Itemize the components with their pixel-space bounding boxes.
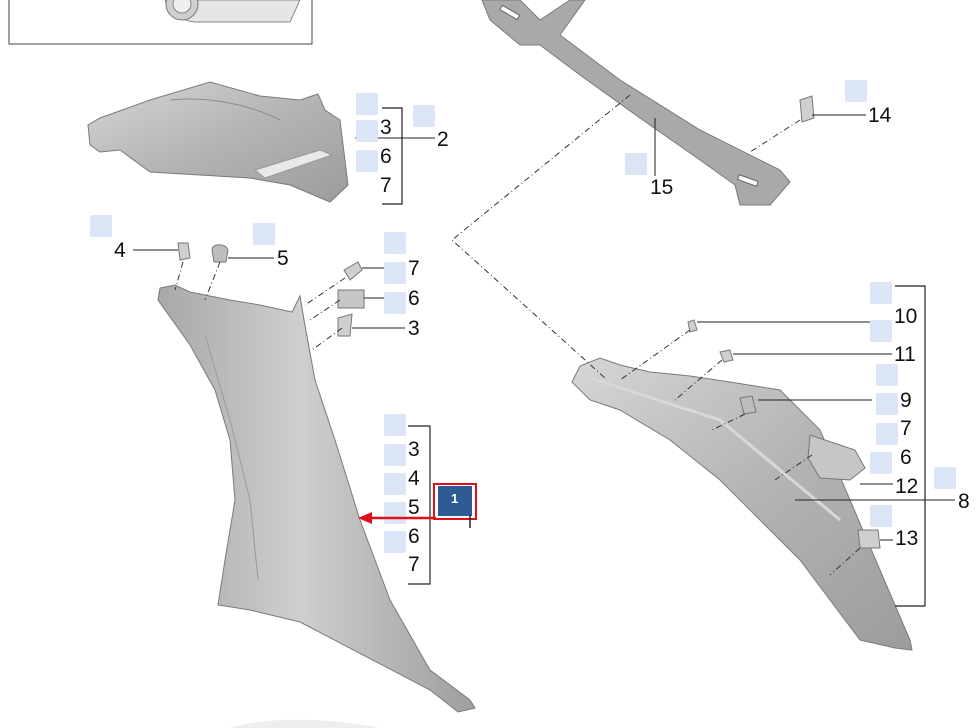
callout-2: 2 <box>437 128 449 151</box>
callout-3a: 3 <box>408 317 420 340</box>
upper-trim-panel[interactable] <box>87 81 349 203</box>
lower-part-hint <box>230 719 380 728</box>
hotspot-7a[interactable] <box>384 232 406 254</box>
hotspot-g1-6[interactable] <box>384 531 406 553</box>
callout-g1-4: 4 <box>408 467 420 490</box>
callout-2-3: 3 <box>380 116 392 139</box>
callout-12: 12 <box>895 475 918 498</box>
callout-5: 5 <box>277 247 289 270</box>
hotspot-3a[interactable] <box>384 292 406 314</box>
right-pillar-trim[interactable] <box>571 357 913 651</box>
callout-brackets <box>382 107 926 607</box>
hotspot-14[interactable] <box>845 80 867 102</box>
hotspot-2-group[interactable] <box>356 93 378 115</box>
assembly-lines <box>174 94 861 576</box>
hotspot-7b[interactable] <box>876 393 898 415</box>
callout-labels: 3 6 7 2 4 5 7 6 3 3 4 5 6 7 14 15 10 11 … <box>114 104 970 576</box>
hotspot-13[interactable] <box>870 505 892 527</box>
callout-g1-5: 5 <box>408 496 420 519</box>
callout-g1-6: 6 <box>408 525 420 548</box>
callout-7b: 7 <box>900 417 912 440</box>
callout-9: 9 <box>900 389 912 412</box>
hotspot-6b[interactable] <box>876 423 898 445</box>
hotspot-5[interactable] <box>253 223 275 245</box>
callout-13: 13 <box>895 527 918 550</box>
callout-2-6: 6 <box>380 145 392 168</box>
hotspot-12[interactable] <box>870 452 892 474</box>
leader-lines <box>133 114 955 541</box>
vehicle-inset[interactable] <box>8 0 313 45</box>
hotspot-9[interactable] <box>876 364 898 386</box>
mounting-rail[interactable] <box>481 0 791 206</box>
hotspot-15[interactable] <box>625 153 647 175</box>
callout-14: 14 <box>868 104 892 127</box>
callout-11: 11 <box>894 343 916 366</box>
callout-8: 8 <box>958 490 970 513</box>
callout-g1-7: 7 <box>408 553 420 576</box>
hotspot-g1-5[interactable] <box>384 502 406 524</box>
callout-g1-3: 3 <box>408 438 420 461</box>
callout-15: 15 <box>650 176 673 199</box>
hotspot-4[interactable] <box>90 215 112 237</box>
hotspot-8[interactable] <box>934 467 956 489</box>
hotspot-2-6[interactable] <box>356 150 378 172</box>
callout-6b: 6 <box>900 446 912 469</box>
hotspot-2-3[interactable] <box>356 120 378 142</box>
callout-4: 4 <box>114 239 126 262</box>
hotspot-10[interactable] <box>870 282 892 304</box>
callout-2-7: 7 <box>380 174 392 197</box>
callout-6a: 6 <box>408 287 420 310</box>
hotspot-11[interactable] <box>870 320 892 342</box>
callout-7a: 7 <box>408 257 420 280</box>
arrow-head-icon <box>358 512 372 524</box>
hotspot-g1[interactable] <box>384 414 406 436</box>
left-pillar-trim[interactable] <box>157 284 476 713</box>
hotspot-g1-4[interactable] <box>384 473 406 495</box>
hotspot-6a[interactable] <box>384 262 406 284</box>
callout-10: 10 <box>894 305 917 328</box>
hotspot-g1-3[interactable] <box>384 444 406 466</box>
selected-part-1[interactable]: 1 <box>358 483 477 528</box>
fastener-clips[interactable] <box>177 95 881 549</box>
hotspot-2-top[interactable] <box>413 105 435 127</box>
selected-label: 1 <box>451 491 458 506</box>
